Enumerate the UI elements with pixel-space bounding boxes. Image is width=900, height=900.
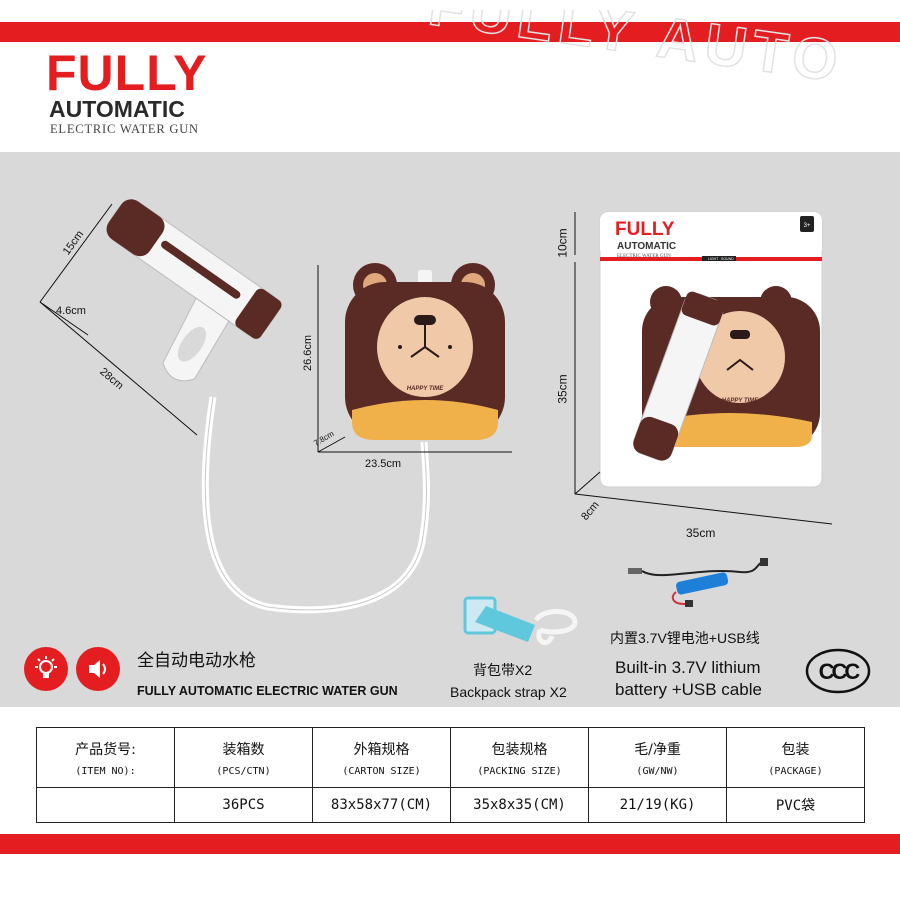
svg-text:FULLY: FULLY — [615, 219, 675, 240]
logo-line-automatic: AUTOMATIC — [49, 96, 185, 122]
product-stage: HAPPY TIME FULLY AUTOMATIC ELECTRIC WATE… — [0, 152, 900, 707]
battery-label-en-line2: battery +USB cable — [615, 680, 762, 699]
product-title-en: FULLY AUTOMATIC ELECTRIC WATER GUN — [137, 684, 398, 698]
backpack-width-label: 23.5cm — [365, 458, 402, 470]
svg-text:ELECTRIC WATER GUN: ELECTRIC WATER GUN — [617, 254, 671, 259]
feature-icons — [24, 647, 120, 691]
svg-text:SOUND: SOUND — [721, 257, 734, 261]
logo-line-fully: FULLY — [46, 45, 208, 101]
value-gw-nw: 21/19(KG) — [588, 787, 727, 823]
water-hose-outline — [204, 396, 427, 611]
value-packing-size: 35x8x35(CM) — [450, 787, 589, 823]
brand-logo: FULLY AUTOMATIC ELECTRIC WATER GUN — [46, 45, 208, 136]
battery-label-en-line1: Built-in 3.7V lithium — [615, 658, 761, 677]
product-illustration: HAPPY TIME FULLY AUTOMATIC ELECTRIC WATE… — [39, 199, 833, 645]
package-height-label: 35cm — [555, 374, 570, 404]
spec-header-row: 产品货号:(ITEM NO): 装箱数(PCS/CTN) 外箱规格(CARTON… — [36, 727, 865, 788]
package-card: FULLY AUTOMATIC ELECTRIC WATER GUN 3+ LI… — [599, 211, 823, 488]
logo-line-subtitle: ELECTRIC WATER GUN — [50, 122, 199, 136]
header-item-no: 产品货号:(ITEM NO): — [36, 727, 175, 788]
header-pcs-ctn: 装箱数(PCS/CTN) — [174, 727, 313, 788]
value-pcs-ctn: 36PCS — [174, 787, 313, 823]
svg-text:CCC: CCC — [819, 659, 861, 684]
svg-text:LIGHT: LIGHT — [708, 257, 719, 261]
header-gw-nw: 毛/净重(GW/NW) — [588, 727, 727, 788]
speaker-icon — [76, 647, 120, 691]
package-dimension-lines — [574, 212, 833, 525]
backpack-dimension-lines — [317, 265, 512, 453]
value-item-no — [36, 787, 175, 823]
value-carton-size: 83x58x77(CM) — [312, 787, 451, 823]
spec-value-row: 36PCS 83x58x77(CM) 35x8x35(CM) 21/19(KG)… — [36, 787, 865, 823]
backpack-strap — [463, 596, 578, 645]
product-title-cn: 全自动电动水枪 — [137, 651, 256, 670]
bear-backpack: HAPPY TIME — [345, 263, 505, 440]
svg-text:HAPPY TIME: HAPPY TIME — [407, 386, 445, 392]
light-bulb-icon — [24, 647, 68, 691]
strap-label-cn: 背包带X2 — [473, 662, 533, 678]
ccc-certification-mark: CCC — [805, 648, 871, 694]
svg-text:3+: 3+ — [804, 223, 811, 229]
svg-text:HAPPY TIME: HAPPY TIME — [722, 398, 760, 404]
header-package: 包装(PACKAGE) — [726, 727, 865, 788]
top-red-band — [0, 22, 900, 42]
package-width-label: 35cm — [686, 526, 716, 540]
bottom-red-band — [0, 834, 900, 854]
header-carton-size: 外箱规格(CARTON SIZE) — [312, 727, 451, 788]
package-top-height-label: 10cm — [555, 228, 570, 258]
usb-cable-and-battery — [628, 558, 768, 607]
gun-dimension-lines — [39, 203, 198, 436]
svg-text:AUTOMATIC: AUTOMATIC — [617, 241, 676, 252]
spec-table: 产品货号:(ITEM NO): 装箱数(PCS/CTN) 外箱规格(CARTON… — [36, 727, 865, 823]
water-gun — [106, 199, 282, 382]
value-package: PVC袋 — [726, 787, 865, 823]
header-packing-size: 包装规格(PACKING SIZE) — [450, 727, 589, 788]
backpack-height-label: 26.6cm — [302, 334, 315, 372]
gun-width-label: 4.6cm — [56, 305, 86, 317]
battery-label-cn: 内置3.7V锂电池+USB线 — [610, 630, 760, 646]
strap-label-en: Backpack strap X2 — [450, 684, 567, 700]
